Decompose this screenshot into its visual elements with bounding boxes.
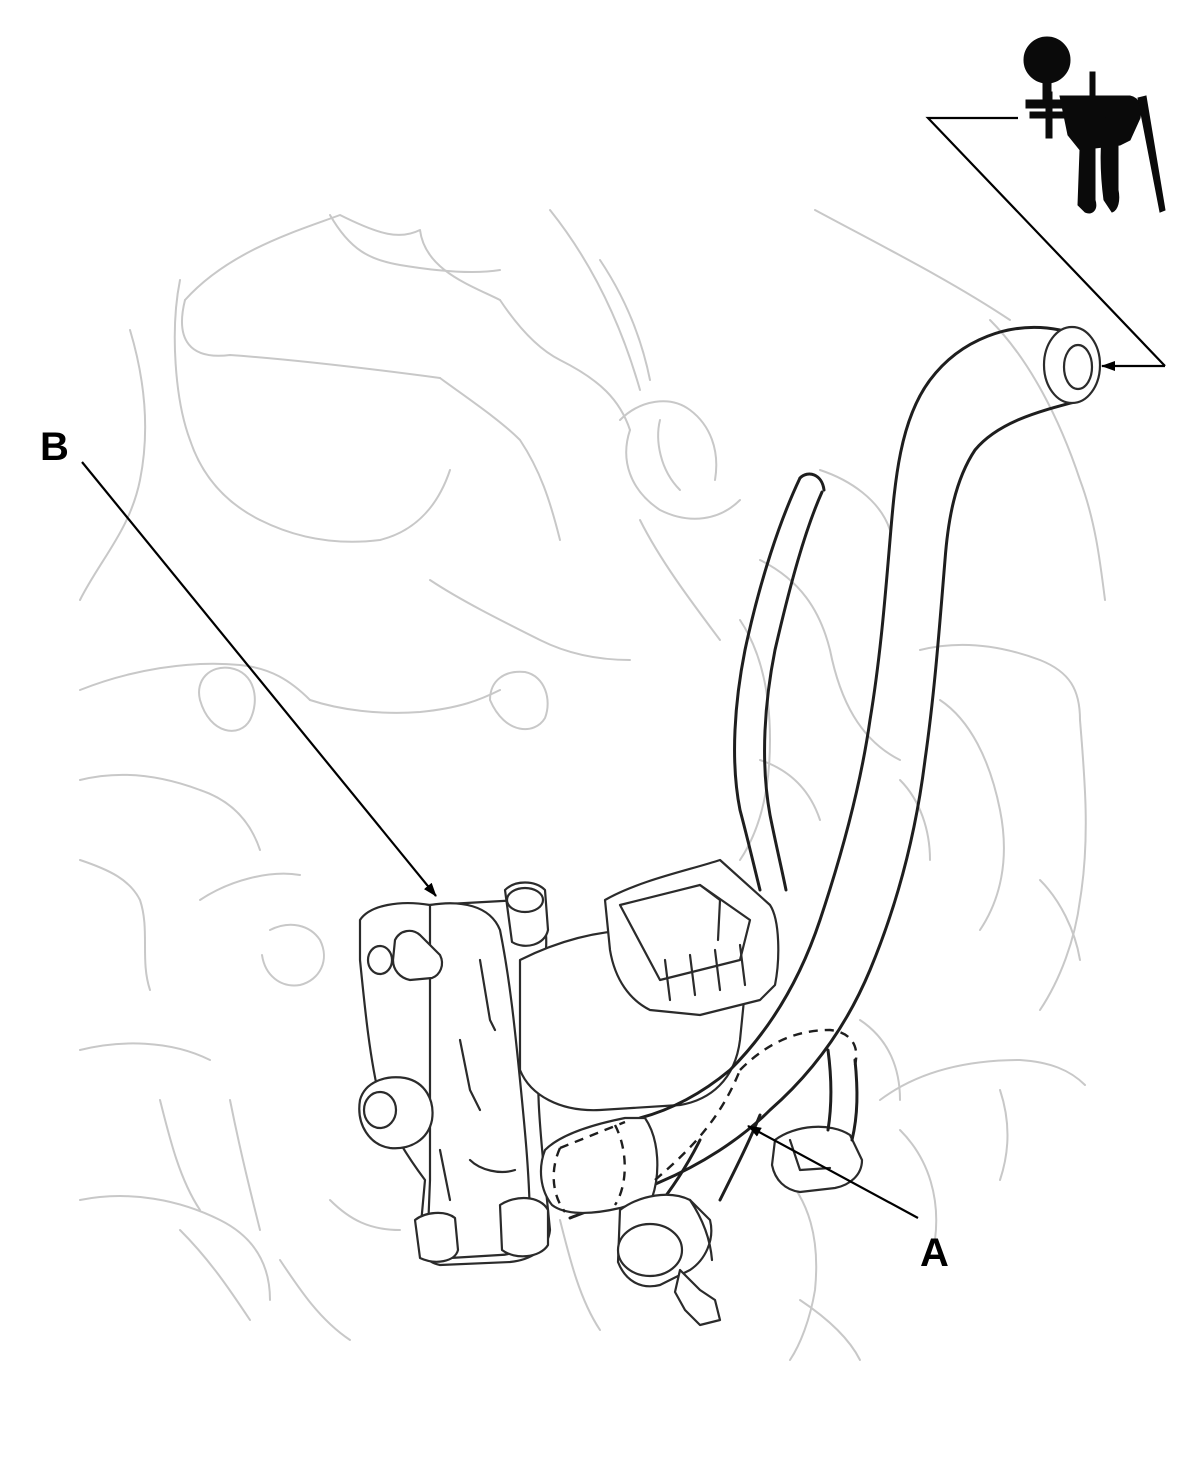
callout-b-label: B <box>40 425 69 469</box>
main-hose <box>539 325 1102 1327</box>
engine-background <box>79 209 1106 1361</box>
callout-a-label: A <box>920 1231 949 1275</box>
callout-b-leader <box>81 461 437 897</box>
vacuum-pump-icon <box>1023 36 1166 214</box>
solenoid-valve <box>358 858 780 1267</box>
secondary-hose <box>733 472 826 892</box>
callout-a-leader <box>747 1125 919 1219</box>
vacuum-tool-leader <box>925 116 1166 371</box>
